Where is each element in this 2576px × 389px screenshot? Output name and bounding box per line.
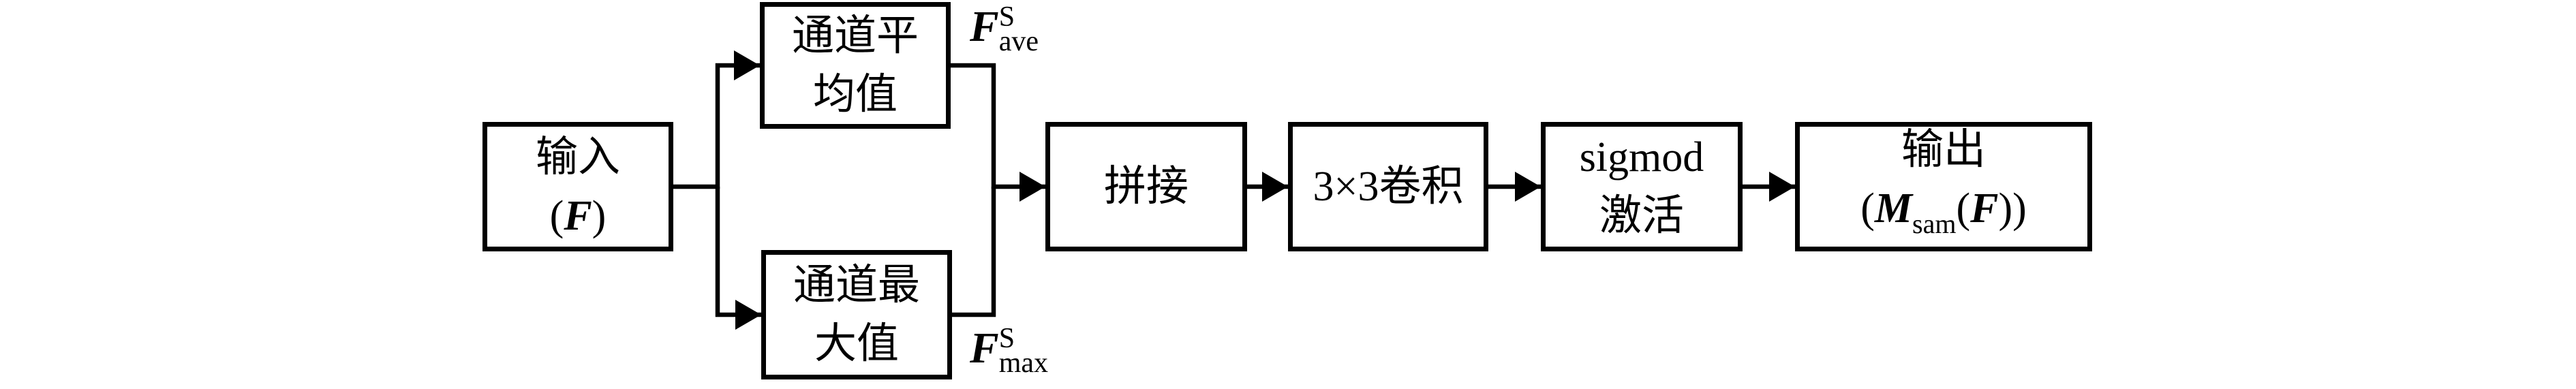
edge-input-to-max xyxy=(715,187,761,330)
edge-max-to-merge xyxy=(951,187,996,317)
node-input-formula: (F) xyxy=(550,187,607,245)
var-m: M xyxy=(1874,185,1913,232)
node-output: 输出 (Msam(F)) xyxy=(1795,122,2092,251)
node-input-label: 输入 xyxy=(535,134,620,181)
node-sigmoid-label-line2: 激活 xyxy=(1599,193,1684,239)
supsub-stack: S ave xyxy=(998,1,1039,57)
node-channel-average: 通道平 均值 xyxy=(760,2,951,129)
paren-open: ( xyxy=(1860,185,1875,232)
node-output-label: 输出 xyxy=(1901,126,1986,173)
edge-average-to-concat xyxy=(949,63,1045,202)
subscript-sam: sam xyxy=(1912,208,1957,239)
superscript-s: S xyxy=(998,323,1015,354)
paren-open: ( xyxy=(549,193,564,239)
node-channel-max-label-line1: 通道最 xyxy=(793,262,920,309)
var-f: F xyxy=(970,324,999,372)
node-concat: 拼接 xyxy=(1045,122,1247,251)
node-sigmoid-label-line1: sigmod xyxy=(1579,134,1704,181)
node-channel-max-label-line2: 大值 xyxy=(814,321,899,367)
supsub-stack: S max xyxy=(998,323,1048,379)
node-channel-average-label-line2: 均值 xyxy=(812,72,898,118)
label-f-s-max: F S max xyxy=(970,323,1048,379)
node-conv3x3: 3×3卷积 xyxy=(1288,122,1488,251)
var-f: F xyxy=(970,2,999,50)
node-concat-label: 拼接 xyxy=(1103,164,1189,210)
var-f: F xyxy=(1970,185,1999,232)
paren-open-inner: ( xyxy=(1956,185,1971,232)
label-f-s-ave: F S ave xyxy=(970,1,1039,57)
node-channel-max: 通道最 大值 xyxy=(761,250,952,379)
node-sigmoid: sigmod 激活 xyxy=(1541,122,1743,251)
superscript-s: S xyxy=(998,1,1015,33)
var-f: F xyxy=(564,193,592,239)
subscript-ave: ave xyxy=(998,26,1039,57)
node-input: 输入 (F) xyxy=(482,122,673,251)
node-channel-average-label-line1: 通道平 xyxy=(791,13,919,59)
node-output-formula: (Msam(F)) xyxy=(1860,179,2027,253)
paren-close: )) xyxy=(1998,185,2027,232)
edge-input-to-average xyxy=(673,50,760,189)
subscript-max: max xyxy=(998,347,1048,379)
paren-close: ) xyxy=(592,193,607,239)
node-conv3x3-label: 3×3卷积 xyxy=(1313,164,1464,210)
